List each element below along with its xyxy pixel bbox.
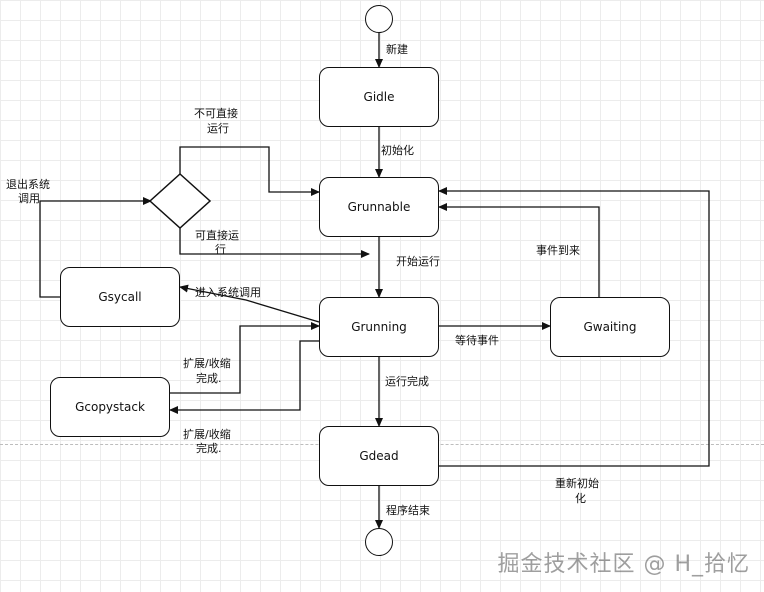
- node-gdead-label: Gdead: [359, 449, 399, 463]
- edge-cannot-run: [179, 146, 320, 196]
- label-run-done: 运行完成: [385, 375, 429, 388]
- node-gwaiting-label: Gwaiting: [583, 320, 637, 334]
- label-reinit-2: 化: [575, 492, 586, 505]
- edge-can-run: [179, 228, 370, 258]
- label-new: 新建: [386, 43, 408, 56]
- label-expand-done-1b: 完成.: [196, 372, 222, 385]
- label-reinit-1: 重新初始: [555, 477, 599, 490]
- label-wait-event: 等待事件: [455, 334, 499, 347]
- node-gidle[interactable]: Gidle: [319, 67, 439, 127]
- label-init: 初始化: [381, 144, 414, 157]
- node-grunning[interactable]: Grunning: [319, 297, 439, 357]
- start-node: [365, 5, 393, 33]
- edge-exit-syscall: [39, 197, 152, 298]
- decision-diamond: [148, 172, 212, 230]
- label-expand-done-2b: 完成.: [196, 442, 222, 455]
- node-grunnable-label: Grunnable: [347, 200, 411, 214]
- watermark: 掘金技术社区 @ H_拾忆: [497, 552, 750, 577]
- label-can-run-2: 行: [215, 243, 226, 256]
- node-grunnable[interactable]: Grunnable: [319, 177, 439, 237]
- label-event-arrived: 事件到来: [536, 244, 580, 257]
- edge-enter-syscall: [179, 284, 320, 323]
- label-expand-done-1a: 扩展/收缩: [183, 357, 231, 370]
- edge-event-arrived: [438, 203, 600, 297]
- node-gidle-label: Gidle: [363, 90, 395, 104]
- node-gcopystack-label: Gcopystack: [75, 400, 145, 414]
- node-gdead[interactable]: Gdead: [319, 426, 439, 486]
- edge-reinit: [438, 187, 710, 467]
- node-gwaiting[interactable]: Gwaiting: [550, 297, 670, 357]
- node-gcopystack[interactable]: Gcopystack: [50, 377, 170, 437]
- label-cannot-run-2: 运行: [207, 122, 229, 135]
- label-expand-done-2a: 扩展/收缩: [183, 428, 231, 441]
- edge-expand-2: [170, 322, 320, 394]
- label-exit-syscall-1: 退出系统: [6, 178, 50, 191]
- node-gsycall[interactable]: Gsycall: [60, 267, 180, 327]
- edge-expand-1: [169, 340, 319, 414]
- end-node: [365, 528, 393, 556]
- label-can-run-1: 可直接运: [195, 229, 239, 242]
- label-enter-syscall: 进入系统调用: [195, 286, 261, 299]
- label-cannot-run-1: 不可直接: [194, 107, 238, 120]
- node-gsycall-label: Gsycall: [98, 290, 142, 304]
- label-exit-syscall-2: 调用: [18, 192, 40, 205]
- node-grunning-label: Grunning: [351, 320, 407, 334]
- label-start-run: 开始运行: [396, 255, 440, 268]
- label-program-end: 程序结束: [386, 504, 430, 517]
